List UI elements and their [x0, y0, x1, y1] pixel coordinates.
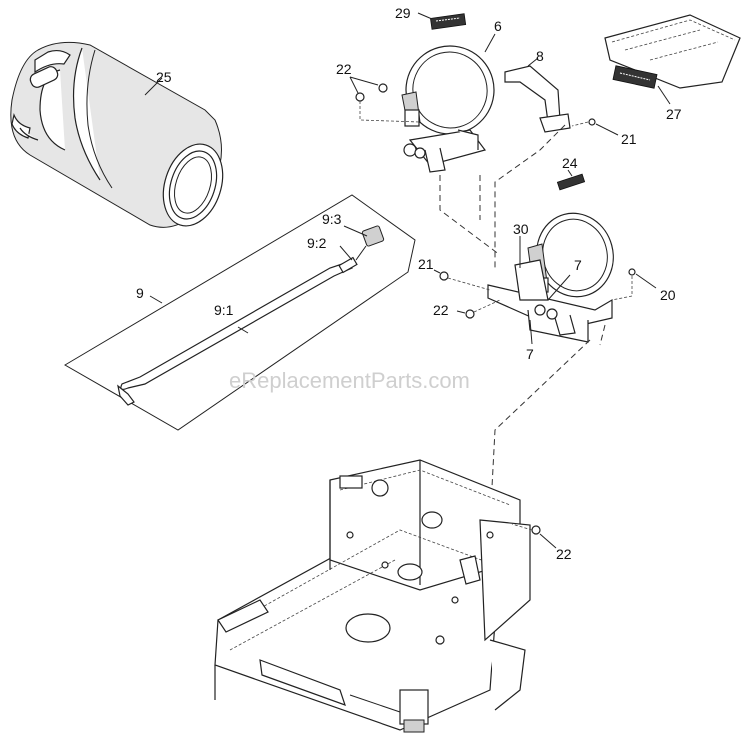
heat-shield-8	[504, 57, 571, 133]
hose-kit-9	[64, 194, 416, 431]
callout-9: 9	[136, 285, 144, 301]
bolt-21-upper	[571, 118, 619, 136]
callout-21-bottom: 21	[418, 256, 434, 272]
nut-22-upper	[349, 76, 421, 123]
callout-7-lower: 7	[526, 346, 534, 362]
callout-6: 6	[494, 18, 502, 34]
bolt-21-lower	[433, 269, 491, 291]
callout-20: 20	[660, 287, 676, 303]
screw-20	[611, 268, 657, 301]
cover-27	[604, 14, 741, 105]
callout-30: 30	[513, 221, 529, 237]
callout-8: 8	[536, 48, 544, 64]
callout-22-middle: 22	[433, 302, 449, 318]
tank-bracket-assembly-7	[487, 212, 614, 345]
callout-9-1: 9:1	[214, 302, 234, 318]
callout-29: 29	[395, 5, 411, 21]
callout-22-top: 22	[336, 61, 352, 77]
lp-tank-25	[10, 41, 224, 228]
nut-22-lower	[511, 523, 557, 549]
callout-9-2: 9:2	[307, 235, 327, 251]
callout-7-upper: 7	[574, 257, 582, 273]
nut-22-middle	[456, 299, 501, 319]
callout-21-top: 21	[621, 131, 637, 147]
callout-25: 25	[156, 69, 172, 85]
watermark: eReplacementParts.com	[229, 368, 470, 393]
decal-29	[417, 12, 467, 30]
tank-strap-bracket-6	[401, 33, 496, 173]
callout-24: 24	[562, 155, 578, 171]
decal-24	[556, 169, 586, 191]
callout-9-3: 9:3	[322, 211, 342, 227]
callout-22-bottom: 22	[556, 546, 572, 562]
callout-27: 27	[666, 106, 682, 122]
machine-frame	[214, 459, 531, 733]
